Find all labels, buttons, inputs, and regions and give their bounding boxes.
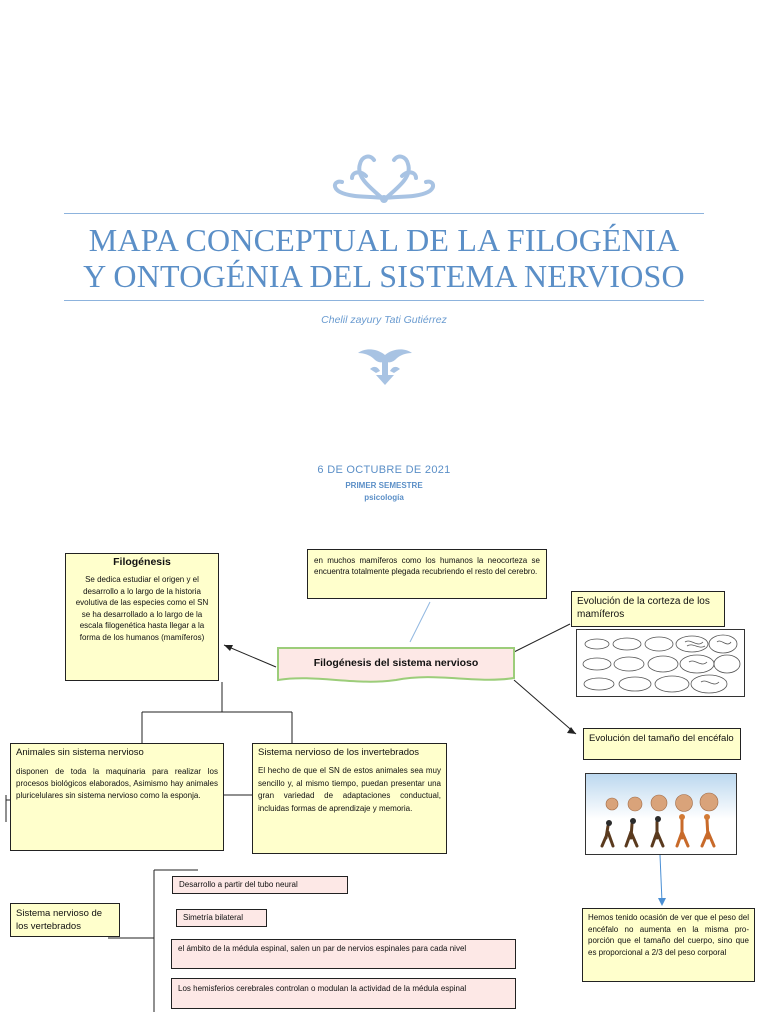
evolution-size-image <box>585 773 737 855</box>
human-evolution-icon <box>586 774 736 854</box>
animales-sin-sn-body: disponen de toda la maquinaria para real… <box>16 766 218 802</box>
neocortex-note: en muchos mamíferos como los humanos la … <box>307 549 547 599</box>
vertebrados-label: Sistema nervioso de los vertebrados <box>10 903 120 937</box>
filogenesis-box: Filogénesis Se dedica estudiar el origen… <box>65 553 219 681</box>
animales-sin-sn-heading: Animales sin sistema nervioso <box>16 747 218 758</box>
peso-note: Hemos tenido ocasión de ver que el peso … <box>582 908 755 982</box>
vertebrados-item-medula: el ámbito de la médula espinal, salen un… <box>171 939 516 969</box>
vertebrados-item-tubo-neural: Desarrollo a partir del tubo neural <box>172 876 348 894</box>
invertebrados-box: Sistema nervioso de los invertebrados El… <box>252 743 447 854</box>
invertebrados-heading: Sistema nervioso de los invertebrados <box>258 747 441 759</box>
vertebrados-item-simetria: Simetría bilateral <box>176 909 267 927</box>
brain-sketches-icon <box>577 630 744 696</box>
filogenesis-heading: Filogénesis <box>71 557 213 568</box>
corteza-label: Evolución de la corteza de los mamíferos <box>571 591 725 627</box>
vertebrados-item-hemisferios: Los hemisferios cerebrales controlan o m… <box>171 978 516 1009</box>
tamano-label: Evolución del tamaño del encéfalo <box>583 728 741 760</box>
animales-sin-sn-box: Animales sin sistema nervioso disponen d… <box>10 743 224 851</box>
cortex-evolution-image <box>576 629 745 697</box>
invertebrados-body: El hecho de que el SN de estos animales … <box>258 765 441 815</box>
filogenesis-body: Se dedica estudiar el origen y el desarr… <box>71 574 213 643</box>
center-node-label: Filogénesis del sistema nervioso <box>276 657 516 669</box>
